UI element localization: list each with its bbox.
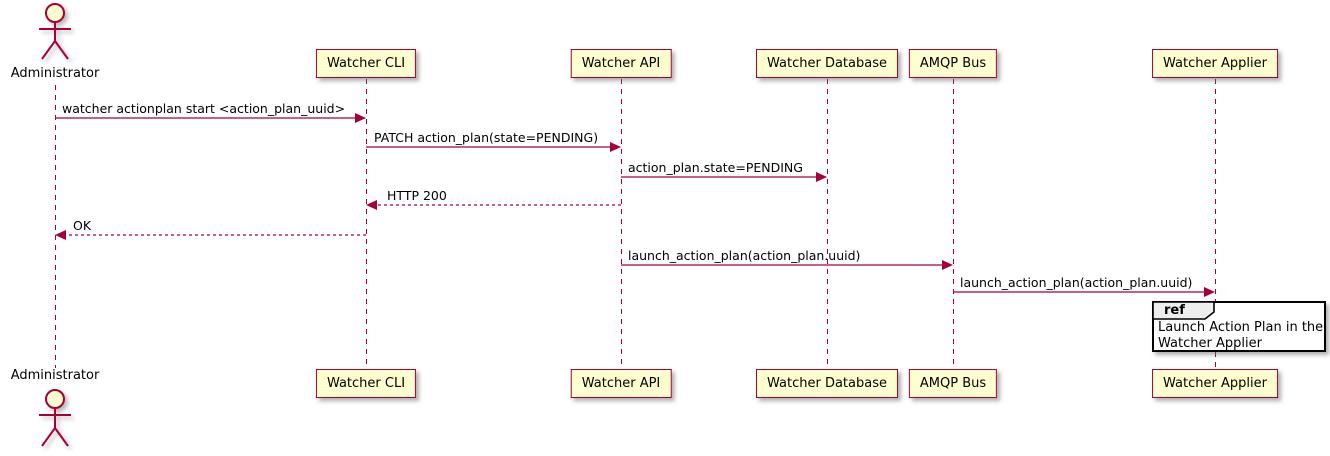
participant-top-amqp-bus: AMQP Bus <box>908 49 998 78</box>
participant-bottom-watcher-database: Watcher Database <box>756 369 898 398</box>
participant-label: Watcher API <box>581 56 661 71</box>
actor-icon-bottom <box>39 389 71 447</box>
participant-label: AMQP Bus <box>919 56 987 71</box>
participant-label: Watcher Applier <box>1163 56 1267 71</box>
message-arrowhead-5 <box>942 260 953 270</box>
participant-label: Watcher Database <box>767 376 887 391</box>
participant-label: Watcher CLI <box>326 376 406 391</box>
participant-bottom-watcher-applier: Watcher Applier <box>1152 369 1278 398</box>
message-arrowhead-1 <box>610 142 621 152</box>
participant-label: Watcher API <box>581 376 661 391</box>
message-arrowhead-4 <box>55 230 66 240</box>
ref-text-line-2: Watcher Applier <box>1158 336 1262 351</box>
actor-icon-top <box>39 3 71 60</box>
participant-label: Watcher Database <box>767 56 887 71</box>
participant-top-watcher-database: Watcher Database <box>756 49 898 78</box>
message-label-3: HTTP 200 <box>387 188 447 203</box>
message-arrowhead-3 <box>366 200 377 210</box>
participant-top-watcher-api: Watcher API <box>570 49 672 78</box>
message-label-2: action_plan.state=PENDING <box>628 160 803 175</box>
actor-label-bottom: Administrator <box>10 368 100 383</box>
message-label-4: OK <box>73 218 92 233</box>
actor-label-top: Administrator <box>10 66 100 81</box>
message-label-6: launch_action_plan(action_plan.uuid) <box>960 275 1193 290</box>
message-arrowhead-0 <box>355 113 366 123</box>
message-label-1: PATCH action_plan(state=PENDING) <box>374 130 599 145</box>
participant-bottom-amqp-bus: AMQP Bus <box>908 369 998 398</box>
participant-bottom-watcher-cli: Watcher CLI <box>315 369 417 398</box>
participant-label: AMQP Bus <box>919 376 987 391</box>
ref-tab-shape <box>1152 301 1215 320</box>
message-arrowhead-6 <box>1204 287 1215 297</box>
ref-text: Launch Action Plan in the Watcher Applie… <box>1158 320 1323 352</box>
participant-bottom-watcher-api: Watcher API <box>570 369 672 398</box>
ref-text-line-1: Launch Action Plan in the <box>1158 320 1324 335</box>
participant-label: Watcher Applier <box>1163 376 1267 391</box>
message-arrowhead-2 <box>816 172 827 182</box>
message-label-5: launch_action_plan(action_plan.uuid) <box>628 248 861 263</box>
participant-top-watcher-applier: Watcher Applier <box>1152 49 1278 78</box>
message-label-0: watcher actionplan start <action_plan_uu… <box>62 101 346 116</box>
participant-top-watcher-cli: Watcher CLI <box>315 49 417 78</box>
participant-label: Watcher CLI <box>326 56 406 71</box>
ref-fragment: ref Launch Action Plan in the Watcher Ap… <box>1152 301 1326 352</box>
ref-keyword: ref <box>1164 303 1185 318</box>
